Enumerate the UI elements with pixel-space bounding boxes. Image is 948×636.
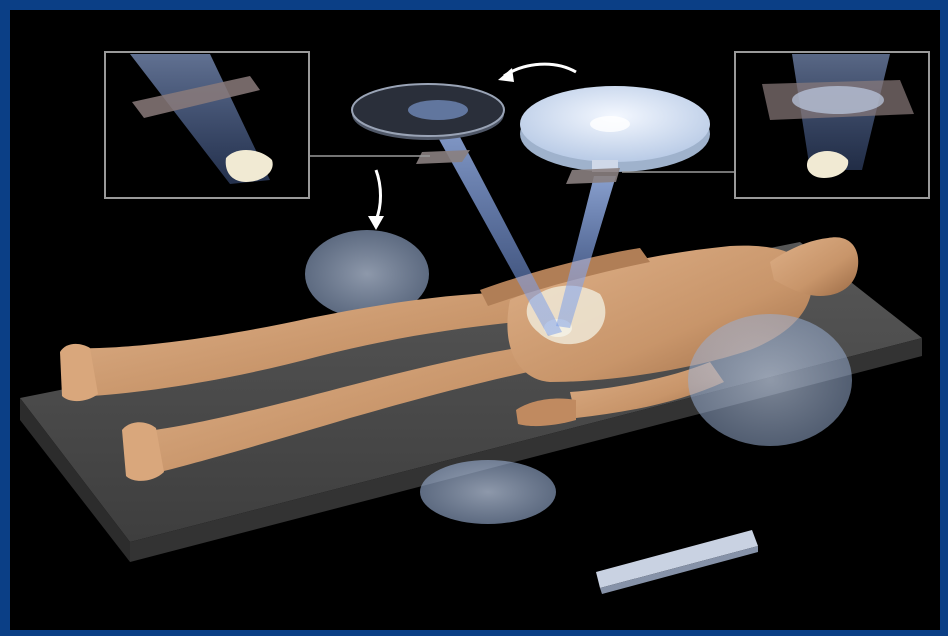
beam-plate-left <box>416 150 470 164</box>
rotation-position-disk-right <box>688 314 852 446</box>
beam-plate-right <box>566 168 620 184</box>
filter-plate-edge <box>596 530 758 588</box>
rotate-arrow-icon <box>504 64 576 76</box>
filter-disk-white <box>520 86 710 172</box>
rotation-position-disk-bottom <box>420 460 556 524</box>
collimator-disk-dark <box>352 84 504 140</box>
illustration-stage <box>10 10 940 630</box>
radiotherapy-illustration <box>10 10 940 630</box>
down-arrow-icon <box>376 170 381 220</box>
